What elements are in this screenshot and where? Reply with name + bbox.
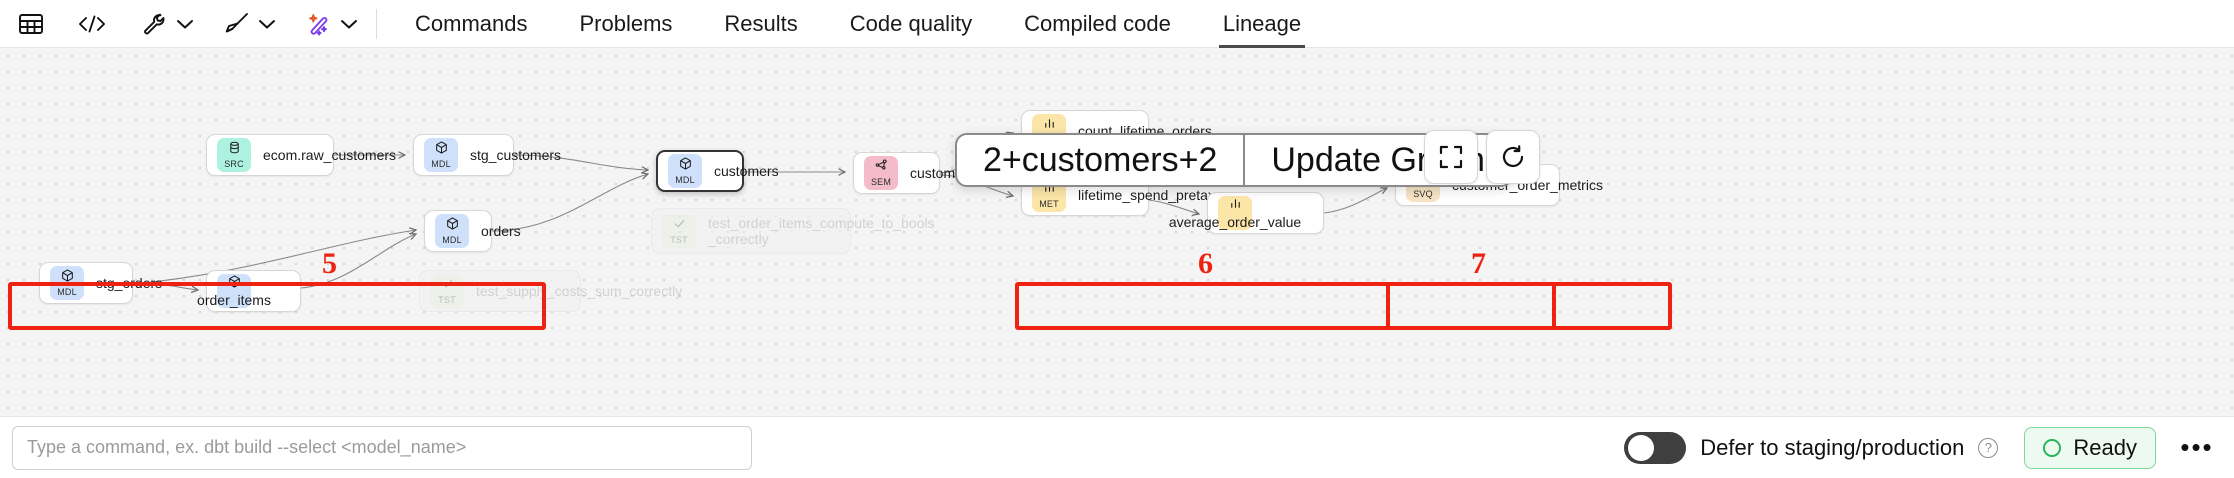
tab-code-quality[interactable]: Code quality (849, 10, 973, 36)
lineage-node[interactable]: MDL stg_orders (39, 262, 162, 304)
lineage-node-test[interactable]: TST test_order_items_compute_to_bools _c… (651, 208, 934, 254)
bar-chart-icon (1229, 197, 1242, 214)
badge-label: MDL (57, 287, 77, 297)
model-badge: MDL (668, 154, 702, 188)
node-label: orders (481, 223, 521, 239)
code-view-button[interactable] (74, 7, 110, 41)
badge-label: SVQ (1413, 189, 1433, 199)
lineage-node-test[interactable]: TST test_supply_costs_sum_correctly (419, 270, 682, 312)
tab-lineage[interactable]: Lineage (1197, 0, 1327, 48)
badge-label: TST (670, 235, 688, 245)
cube-icon (435, 141, 448, 158)
toolbar-icon-group (0, 0, 389, 48)
chevron-down-icon[interactable] (336, 7, 362, 41)
model-badge: MDL (50, 266, 84, 300)
code-icon[interactable] (74, 7, 110, 41)
tab-bar: Commands Problems Results Code quality C… (389, 0, 1327, 48)
badge-label: SEM (870, 177, 892, 187)
defer-label: Defer to staging/production (1700, 434, 1965, 460)
lineage-node[interactable]: order_items (197, 270, 301, 312)
lineage-node-selected[interactable]: MDL customers (656, 150, 779, 192)
top-toolbar: Commands Problems Results Code quality C… (0, 0, 2234, 48)
graph-selector-text: 2+customers+2 (983, 140, 1218, 179)
node-label: order_items (197, 291, 271, 308)
lineage-node[interactable]: MDL orders (424, 210, 521, 252)
wrench-icon[interactable] (138, 7, 172, 41)
badge-label: MDL (431, 159, 451, 169)
magic-wand-icon[interactable] (302, 7, 336, 41)
test-badge: TST (430, 274, 464, 308)
database-icon (228, 141, 241, 158)
source-badge: SRC (217, 138, 251, 172)
cube-icon (61, 269, 74, 286)
tab-results[interactable]: Results (724, 10, 798, 36)
fit-to-screen-button[interactable] (1424, 130, 1478, 184)
table-view-button[interactable] (14, 7, 48, 41)
test-badge: TST (662, 214, 696, 248)
badge-label: MET (1039, 199, 1059, 209)
bottom-bar: Defer to staging/production ? Ready ••• (0, 416, 2234, 478)
semantic-badge: SEM (864, 156, 898, 190)
node-label: test_supply_costs_sum_correctly (476, 283, 683, 299)
defer-control-group: Defer to staging/production ? (1624, 431, 1999, 464)
lineage-node[interactable]: SEM customers (853, 152, 975, 194)
badge-label: SRC (224, 159, 244, 169)
status-badge[interactable]: Ready (2024, 426, 2156, 469)
model-badge: order_items (197, 274, 271, 308)
badge-label: MDL (675, 175, 695, 185)
chevron-down-icon[interactable] (254, 7, 280, 41)
broom-icon[interactable] (220, 7, 254, 41)
toolbar-divider (376, 8, 377, 39)
node-label: stg_customers (470, 147, 562, 163)
badge-label: MDL (442, 235, 462, 245)
node-label: ecom.raw_customers (263, 147, 397, 163)
tab-commands[interactable]: Commands (415, 10, 528, 36)
tab-problems[interactable]: Problems (579, 10, 673, 36)
lineage-node[interactable]: MDL stg_customers (413, 134, 561, 176)
bar-chart-icon (1043, 117, 1056, 134)
more-options-button[interactable]: ••• (2180, 432, 2214, 462)
cube-icon (228, 274, 241, 292)
chevron-down-icon[interactable] (172, 7, 198, 41)
check-icon (673, 217, 686, 234)
node-label: test_order_items_compute_to_bools _corre… (708, 214, 935, 247)
model-badge: MDL (435, 214, 469, 248)
tab-compiled-code[interactable]: Compiled code (1024, 10, 1171, 36)
help-icon[interactable]: ? (1978, 437, 1999, 458)
node-label: lifetime_spend_pretax (1078, 187, 1215, 203)
reload-graph-button[interactable] (1486, 130, 1540, 184)
status-label: Ready (2073, 434, 2137, 460)
node-label: average_order_value (1168, 213, 1302, 230)
cube-icon (446, 217, 459, 234)
semantic-graph-icon (875, 159, 888, 176)
defer-toggle[interactable] (1624, 431, 1687, 464)
model-badge: MDL (424, 138, 458, 172)
status-indicator-icon (2043, 438, 2062, 457)
tools-menu[interactable] (138, 7, 198, 41)
check-icon (441, 277, 454, 294)
lineage-node[interactable]: average_order_value (1169, 192, 1324, 234)
format-menu[interactable] (220, 7, 280, 41)
metric-badge: average_order_value (1169, 196, 1301, 230)
badge-label: TST (438, 295, 456, 305)
ai-assist-menu[interactable] (302, 7, 362, 41)
command-input[interactable] (12, 425, 752, 470)
lineage-canvas[interactable]: SRC ecom.raw_customers MDL stg_customers… (0, 48, 2234, 478)
cube-icon (679, 157, 692, 174)
table-icon[interactable] (14, 7, 48, 41)
lineage-node[interactable]: SRC ecom.raw_customers (206, 134, 396, 176)
node-label: stg_orders (96, 275, 163, 291)
toggle-knob (1628, 434, 1655, 461)
node-label: customers (714, 163, 779, 179)
